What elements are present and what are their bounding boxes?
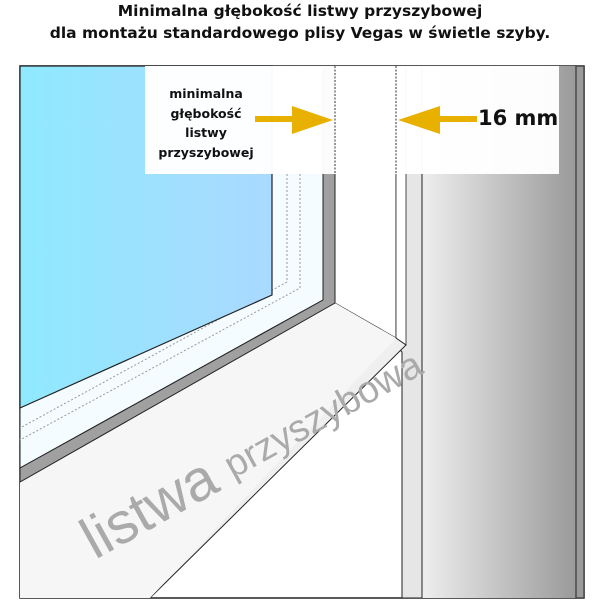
measurement-value: 16 mm bbox=[478, 106, 559, 130]
label-line: głębokość bbox=[170, 105, 242, 121]
label-line: minimalna bbox=[169, 86, 243, 101]
annotation-box bbox=[145, 66, 559, 174]
label-line: przyszybowej bbox=[158, 144, 254, 160]
arrow-right-icon bbox=[255, 106, 333, 134]
title-line-1: Minimalna głębokość listwy przyszybowej bbox=[117, 2, 483, 20]
label-line: listwy bbox=[185, 125, 227, 140]
title-line-2: dla montażu standardowego plisy Vegas w … bbox=[49, 24, 551, 42]
depth-label: minimalna głębokość listwy przyszybowej bbox=[146, 84, 266, 162]
diagram-title: Minimalna głębokość listwy przyszybowej … bbox=[0, 0, 600, 44]
arrow-left-icon bbox=[398, 106, 477, 134]
